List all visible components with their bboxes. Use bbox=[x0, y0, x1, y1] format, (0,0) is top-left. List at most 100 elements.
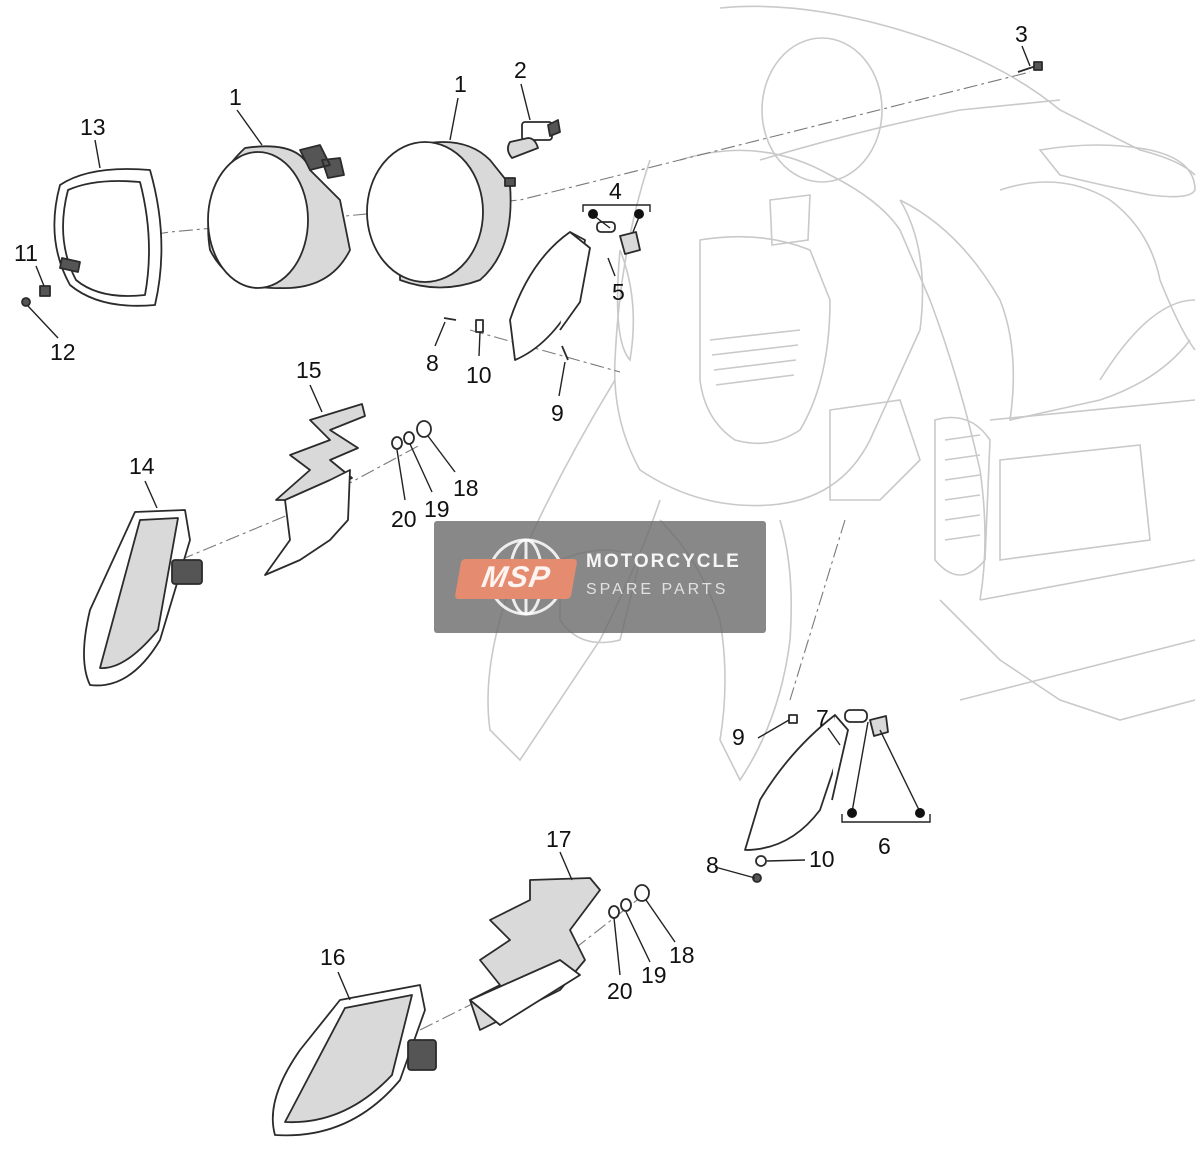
callout-12: 12 bbox=[50, 339, 76, 365]
leader-10b bbox=[766, 859, 806, 862]
nut-11 bbox=[39, 285, 51, 297]
rear-left-light bbox=[83, 509, 203, 687]
leader-3 bbox=[1021, 45, 1031, 67]
callout-17: 17 bbox=[546, 826, 572, 852]
leader-5 bbox=[607, 257, 616, 277]
signal-left-socket bbox=[619, 231, 641, 255]
leader-19a bbox=[409, 443, 433, 493]
callout-20a: 20 bbox=[391, 506, 417, 532]
signal-left-bulb bbox=[596, 221, 616, 233]
rear-right-bracket bbox=[469, 877, 601, 1031]
scooter-outline bbox=[487, 5, 1196, 782]
leader-20b bbox=[613, 917, 621, 976]
callout-9b: 9 bbox=[732, 724, 745, 750]
leader-9b bbox=[757, 719, 790, 739]
washer-19-right bbox=[620, 898, 632, 912]
bracket-4-dot-b bbox=[634, 209, 644, 219]
front-left-turn-signal bbox=[443, 221, 641, 361]
bracket-4-dot-a bbox=[588, 209, 598, 219]
clip-9-left bbox=[561, 345, 569, 361]
bracket-15-lower bbox=[264, 469, 351, 576]
rear-body-outline bbox=[1099, 299, 1196, 381]
screw-12 bbox=[21, 297, 31, 307]
callout-8b: 8 bbox=[706, 852, 719, 878]
callout-10a: 10 bbox=[466, 362, 492, 388]
bulb-glass bbox=[507, 137, 539, 159]
washers-right bbox=[608, 884, 650, 919]
washer-20-left bbox=[391, 436, 403, 450]
washer-10-left bbox=[475, 319, 484, 333]
bracket-6-line bbox=[841, 814, 931, 823]
signal-left-lens bbox=[509, 231, 586, 361]
headlight-a-connectors bbox=[299, 144, 345, 179]
callout-numbers: 13 1 1 2 3 4 5 11 12 8 10 9 15 14 18 19 … bbox=[14, 21, 1028, 1004]
signal-right-lens bbox=[744, 714, 841, 851]
leader-lines bbox=[27, 45, 1031, 1001]
callout-16: 16 bbox=[320, 944, 346, 970]
front-right-turn-signal bbox=[744, 709, 889, 883]
callout-14: 14 bbox=[129, 453, 155, 479]
callout-7: 7 bbox=[816, 705, 829, 731]
handlebar-top-outline bbox=[719, 5, 1196, 176]
fastener-12 bbox=[21, 297, 31, 307]
callout-13: 13 bbox=[80, 114, 106, 140]
leader-8a bbox=[434, 321, 446, 347]
rear-left-bracket bbox=[264, 403, 366, 576]
leader-10a bbox=[478, 331, 481, 357]
leader-14 bbox=[144, 480, 158, 509]
screw-8-left bbox=[443, 317, 457, 321]
callout-15: 15 bbox=[296, 357, 322, 383]
callout-2: 2 bbox=[514, 57, 527, 83]
leader-6-dot-b bbox=[879, 729, 921, 813]
screw-3-head bbox=[1033, 61, 1043, 71]
side-grille-slats bbox=[944, 434, 981, 541]
headlight-unit-b bbox=[366, 141, 516, 289]
headlight-b-screw bbox=[504, 177, 516, 187]
leader-6-dot-a bbox=[851, 721, 869, 813]
leader-16 bbox=[337, 971, 351, 1001]
leader-7 bbox=[827, 727, 841, 746]
callout-19b: 19 bbox=[641, 962, 667, 988]
callout-1b: 1 bbox=[454, 71, 467, 97]
clip-9-right bbox=[788, 714, 798, 724]
bracket-6-dot-a bbox=[847, 808, 857, 818]
leader-17 bbox=[559, 851, 573, 881]
callout-6: 6 bbox=[878, 833, 891, 859]
callout-1a: 1 bbox=[229, 84, 242, 110]
front-panel-outline bbox=[613, 159, 924, 507]
horn-cover-outline bbox=[699, 235, 831, 445]
msp-badge-text: MSP bbox=[479, 561, 554, 594]
watermark-logo: MSP MOTORCYCLE SPARE PARTS bbox=[434, 521, 766, 633]
headlight-trim-ring bbox=[53, 168, 163, 307]
handlebar-lower-outline bbox=[759, 99, 1061, 161]
screw-3-shank bbox=[1017, 65, 1037, 73]
leader-11 bbox=[35, 265, 45, 287]
headlight-b-lens bbox=[366, 141, 484, 283]
leader-20a bbox=[396, 449, 406, 501]
headlight-bulb bbox=[507, 119, 561, 159]
floor-edge-outline bbox=[939, 599, 1196, 721]
floorboard-outline bbox=[959, 399, 1196, 701]
headlight-unit-a bbox=[207, 144, 351, 289]
bracket-4-line bbox=[582, 204, 651, 212]
callout-18a: 18 bbox=[453, 475, 479, 501]
light-14-lens bbox=[99, 517, 179, 669]
trim-ring-tab bbox=[59, 257, 81, 273]
leader-8b bbox=[714, 866, 756, 879]
signal-right-bulb bbox=[844, 709, 868, 723]
leader-1b bbox=[449, 97, 459, 141]
badge-outline bbox=[769, 194, 811, 246]
leader-9a bbox=[558, 361, 566, 397]
callout-4: 4 bbox=[609, 178, 622, 204]
headlight-a-lens bbox=[207, 151, 309, 289]
washer-20-right bbox=[608, 905, 620, 919]
signal-left-housing bbox=[559, 231, 591, 331]
callout-3: 3 bbox=[1015, 21, 1028, 47]
washers-left bbox=[391, 420, 432, 450]
bracket-6-dot-b bbox=[915, 808, 925, 818]
signal-right-axis-line bbox=[789, 519, 846, 701]
rear-right-light bbox=[271, 984, 437, 1137]
callout-10b: 10 bbox=[809, 846, 835, 872]
leader-13 bbox=[94, 139, 101, 169]
